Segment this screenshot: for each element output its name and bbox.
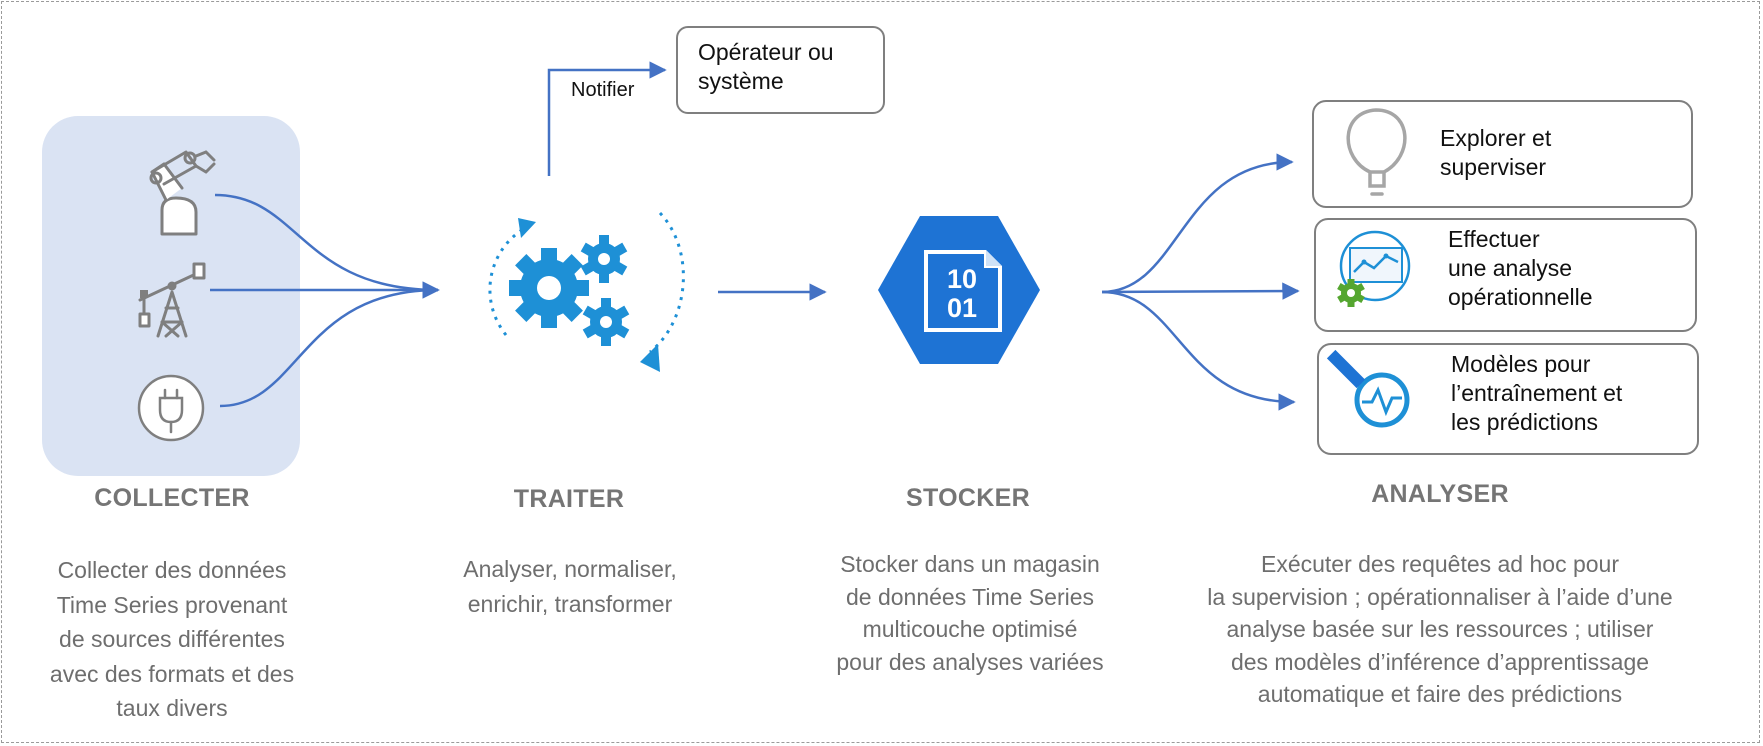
notify-target-line-2: système bbox=[698, 68, 784, 94]
dashboard-gear-icon bbox=[1337, 230, 1411, 307]
collect-desc-line-4: avec des formats et des bbox=[49, 660, 295, 687]
operational-analysis-text: Effectuer une analyse opérationnelle bbox=[1448, 225, 1593, 312]
cycle-arrowhead-top bbox=[518, 218, 536, 238]
store-desc-line-2: de données Time Series bbox=[845, 583, 1095, 610]
notify-target-box: Opérateur ou système bbox=[676, 26, 885, 114]
lightbulb-icon bbox=[1346, 108, 1407, 196]
operational-line-3: opérationnelle bbox=[1448, 284, 1593, 310]
stage-desc-store: Stocker dans un magasin de données Time … bbox=[800, 548, 1140, 678]
notify-label: Notifier bbox=[571, 79, 635, 101]
robot-arm-icon bbox=[149, 150, 216, 236]
stage-title-collect: COLLECTER bbox=[94, 484, 250, 512]
stage-title-analyze: ANALYSER bbox=[1371, 480, 1509, 508]
arrow-to-models bbox=[1101, 290, 1296, 411]
explore-line-1: Explorer et bbox=[1440, 125, 1552, 151]
process-desc-line-2: enrichir, transformer bbox=[467, 590, 673, 617]
storage-hexagon-icon bbox=[878, 216, 1040, 364]
stage-desc-analyze: Exécuter des requêtes ad hoc pour la sup… bbox=[1160, 548, 1720, 711]
small-gear-top bbox=[580, 235, 628, 283]
notify-arrow bbox=[547, 61, 667, 176]
models-predictions-text: Modèles pour l’entraînement et les prédi… bbox=[1451, 350, 1622, 437]
notify-target-text: Opérateur ou système bbox=[698, 38, 834, 96]
oil-pump-icon bbox=[138, 262, 206, 338]
models-line-1: Modèles pour bbox=[1451, 351, 1591, 377]
power-plug-icon bbox=[137, 374, 205, 442]
operational-line-1: Effectuer bbox=[1448, 226, 1540, 252]
storage-icon-bits-1: 10 bbox=[947, 264, 977, 294]
collect-desc-line-1: Collecter des données bbox=[57, 557, 287, 583]
collect-desc-line-3: de sources différentes bbox=[59, 626, 285, 652]
storage-icon-bits-2: 01 bbox=[947, 293, 977, 323]
arrow-plug-to-process bbox=[219, 288, 439, 408]
models-line-3: les prédictions bbox=[1451, 409, 1599, 435]
analyze-desc-line-4: des modèles d’inférence d’apprentissage bbox=[1230, 648, 1650, 675]
analyze-arrows bbox=[1101, 153, 1300, 411]
analyze-desc-line-3: analyse basée sur les ressources ; utili… bbox=[1226, 616, 1654, 642]
collect-desc-line-5: taux divers bbox=[116, 695, 228, 721]
notify-target-line-1: Opérateur ou bbox=[698, 39, 834, 65]
explore-line-2: superviser bbox=[1440, 154, 1547, 180]
arrow-to-explore bbox=[1101, 153, 1294, 294]
store-desc-line-3: multicouche optimisé bbox=[862, 616, 1078, 642]
store-desc-line-1: Stocker dans un magasin bbox=[840, 551, 1100, 577]
analyze-desc-line-2: la supervision ; opérationnaliser à l’ai… bbox=[1207, 583, 1673, 610]
arrow-robot-to-process bbox=[214, 193, 440, 299]
stage-desc-process: Analyser, normaliser, enrichir, transfor… bbox=[410, 552, 730, 621]
models-predictions-box: Modèles pour l’entraînement et les prédi… bbox=[1317, 343, 1699, 455]
gears-process-icon bbox=[488, 211, 685, 372]
collect-desc-line-2: Time Series provenant bbox=[56, 591, 288, 618]
explore-monitor-box: Explorer et superviser bbox=[1312, 100, 1693, 208]
arrow-to-operational bbox=[1101, 282, 1300, 300]
operational-analysis-box: Effectuer une analyse opérationnelle bbox=[1314, 218, 1697, 332]
models-line-2: l’entraînement et bbox=[1451, 380, 1623, 406]
store-desc-line-4: pour des analyses variées bbox=[836, 648, 1104, 675]
analyze-desc-line-5: automatique et faire des prédictions bbox=[1257, 681, 1623, 707]
explore-monitor-text: Explorer et superviser bbox=[1440, 124, 1551, 182]
analyze-desc-line-1: Exécuter des requêtes ad hoc pour bbox=[1260, 551, 1619, 577]
stage-title-store: STOCKER bbox=[906, 484, 1030, 512]
ml-heartbeat-icon bbox=[1326, 349, 1410, 428]
cycle-arc-right bbox=[649, 211, 685, 354]
small-gear-bottom bbox=[582, 298, 630, 346]
cycle-arc-left bbox=[488, 226, 526, 336]
process-desc-line-1: Analyser, normaliser, bbox=[463, 556, 677, 582]
cycle-arrowhead-bottom bbox=[640, 344, 660, 372]
source-arrows bbox=[210, 193, 440, 408]
large-gear bbox=[509, 248, 589, 328]
stage-desc-collect: Collecter des données Time Series proven… bbox=[0, 553, 344, 726]
operational-line-2: une analyse bbox=[1448, 255, 1573, 281]
stage-title-process: TRAITER bbox=[513, 485, 625, 513]
